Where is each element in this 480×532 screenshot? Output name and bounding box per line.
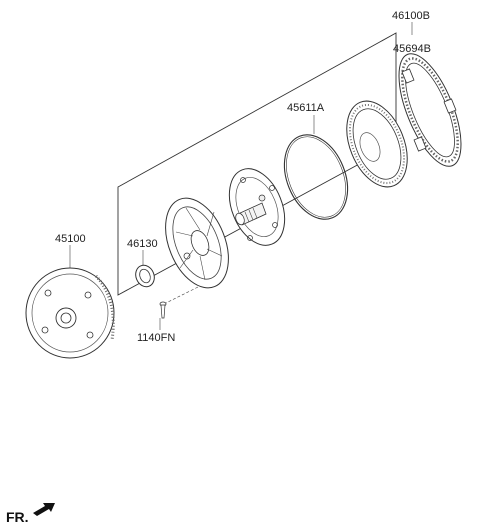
label-assembly: 46100B (392, 10, 430, 22)
label-clutch-plate: 45694B (393, 43, 431, 55)
front-arrow-icon (33, 503, 55, 516)
direction-label: FR. (6, 509, 29, 525)
snap-ring (283, 134, 349, 220)
assembly-boundary (117, 32, 397, 296)
pump-housing (165, 197, 229, 289)
pump-body (228, 168, 286, 246)
clutch-plate (398, 53, 462, 167)
label-bolt: 1140FN (137, 332, 175, 344)
label-oil-seal: 46130 (127, 238, 158, 250)
torque-converter (25, 267, 115, 359)
label-snap-ring: 45611A (287, 102, 325, 114)
oil-seal (135, 264, 155, 288)
pressure-plate (346, 100, 408, 188)
bolt (159, 301, 167, 319)
label-torque-converter: 45100 (55, 233, 86, 245)
